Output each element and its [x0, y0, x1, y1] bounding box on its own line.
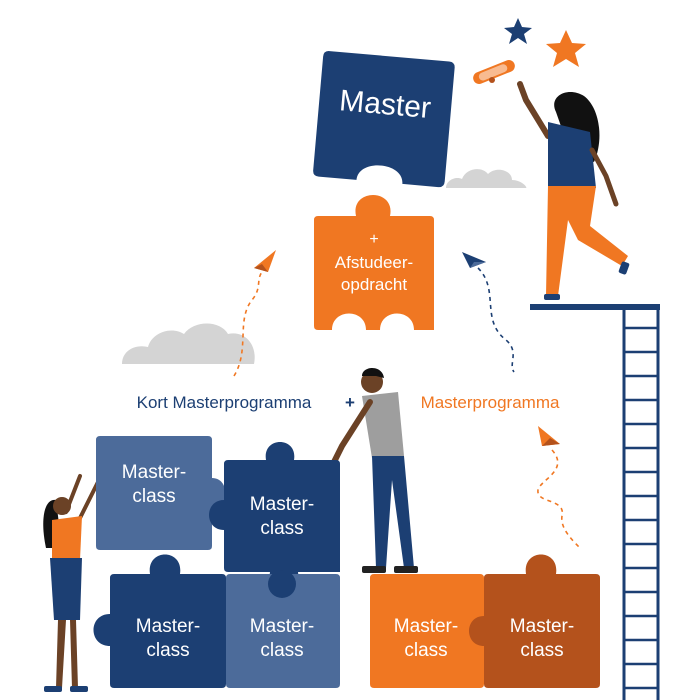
masterclass-line1: Master-: [250, 616, 314, 637]
short-master-program-label: Kort Masterprogramma: [137, 393, 312, 412]
paper-plane-icon: [254, 250, 276, 272]
masterclass-piece: Master- class: [469, 554, 600, 688]
masterclass-line1: Master-: [136, 616, 200, 637]
star-icon: [504, 18, 532, 44]
thesis-puzzle-piece: + Afstudeer- opdracht: [314, 195, 434, 330]
masterclass-line2: class: [132, 486, 175, 507]
diploma-icon: [473, 60, 515, 84]
masterclass-line2: class: [260, 640, 303, 661]
star-icon: [546, 30, 586, 67]
masterclass-line2: class: [520, 640, 563, 661]
masterclass-piece: Master- class: [226, 570, 340, 688]
thesis-line1: Afstudeer-: [335, 253, 413, 272]
thesis-plus: +: [369, 231, 378, 248]
masterclass-line2: class: [146, 640, 189, 661]
thesis-line2: opdracht: [341, 275, 407, 294]
masterclass-line2: class: [260, 518, 303, 539]
master-label: Master: [338, 84, 432, 125]
masterclass-piece: Master- class: [370, 574, 484, 688]
masterclass-line1: Master-: [250, 494, 314, 515]
plus-sign: +: [345, 393, 355, 412]
master-puzzle-piece: Master: [313, 51, 455, 188]
paper-plane-icon: [538, 426, 560, 446]
masterclass-line1: Master-: [394, 616, 458, 637]
cloud-icon: [446, 169, 527, 188]
cloud-icon: [122, 323, 255, 364]
masterclass-line1: Master-: [510, 616, 574, 637]
masterclass-piece: Master- class: [209, 442, 340, 590]
masterclass-line1: Master-: [122, 462, 186, 483]
ladder-icon: [530, 304, 660, 700]
graduate-figure: [517, 81, 630, 300]
man-figure: [327, 368, 418, 573]
paper-plane-icon: [462, 252, 486, 268]
masterclass-piece: Master- class: [93, 554, 226, 688]
masterclass-line2: class: [404, 640, 447, 661]
master-program-label: Masterprogramma: [421, 393, 560, 412]
masterclass-piece: Master- class: [96, 436, 226, 550]
student-figure: [43, 474, 100, 692]
